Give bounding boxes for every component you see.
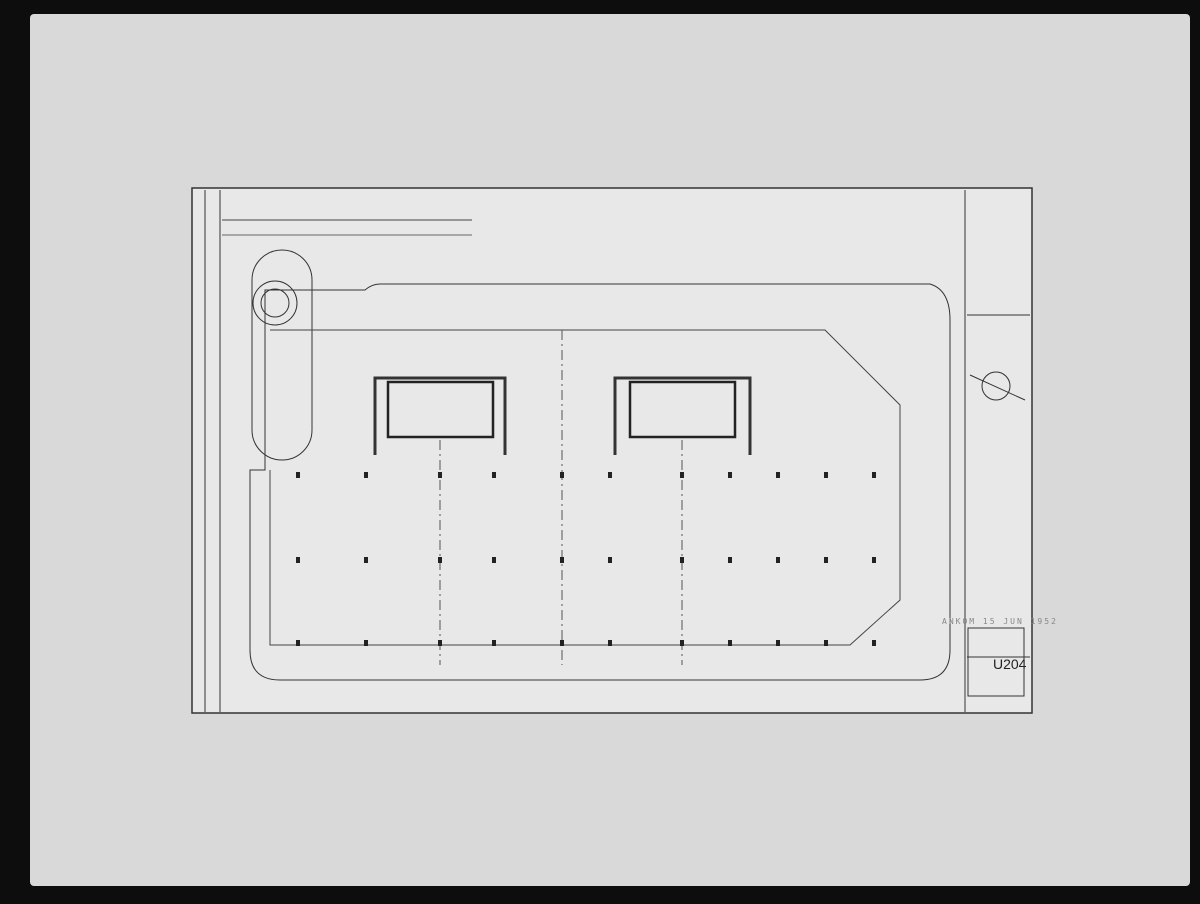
column-marker (728, 472, 732, 478)
column-marker (492, 557, 496, 563)
core-left (386, 380, 495, 439)
column-marker (364, 640, 368, 646)
column-marker (680, 557, 684, 563)
column-marker (608, 472, 612, 478)
column-marker (824, 557, 828, 563)
column-marker (872, 640, 876, 646)
column-marker (296, 640, 300, 646)
title-block (967, 627, 1025, 697)
column-marker (872, 472, 876, 478)
column-marker (492, 640, 496, 646)
column-marker (560, 640, 564, 646)
column-marker (728, 640, 732, 646)
column-marker (776, 472, 780, 478)
drawing-paper (191, 187, 1033, 714)
column-marker (680, 472, 684, 478)
column-grid (296, 472, 876, 646)
column-marker (872, 557, 876, 563)
column-marker (364, 472, 368, 478)
column-marker (438, 640, 442, 646)
column-marker (492, 472, 496, 478)
column-marker (776, 640, 780, 646)
column-marker (728, 557, 732, 563)
drawing-number: U204 (993, 656, 1027, 672)
column-marker (776, 557, 780, 563)
column-marker (680, 640, 684, 646)
column-marker (296, 472, 300, 478)
column-marker (364, 557, 368, 563)
received-stamp: ANKOM 15 JUN 1952 (942, 617, 1058, 626)
column-marker (560, 557, 564, 563)
column-marker (824, 640, 828, 646)
column-marker (560, 472, 564, 478)
column-marker (438, 557, 442, 563)
column-marker (296, 557, 300, 563)
column-marker (608, 640, 612, 646)
column-marker (608, 557, 612, 563)
north-arrow-icon (981, 371, 1011, 401)
building-outline (249, 283, 951, 681)
ramp (251, 249, 313, 461)
core-right (628, 380, 737, 439)
column-marker (824, 472, 828, 478)
column-marker (438, 472, 442, 478)
